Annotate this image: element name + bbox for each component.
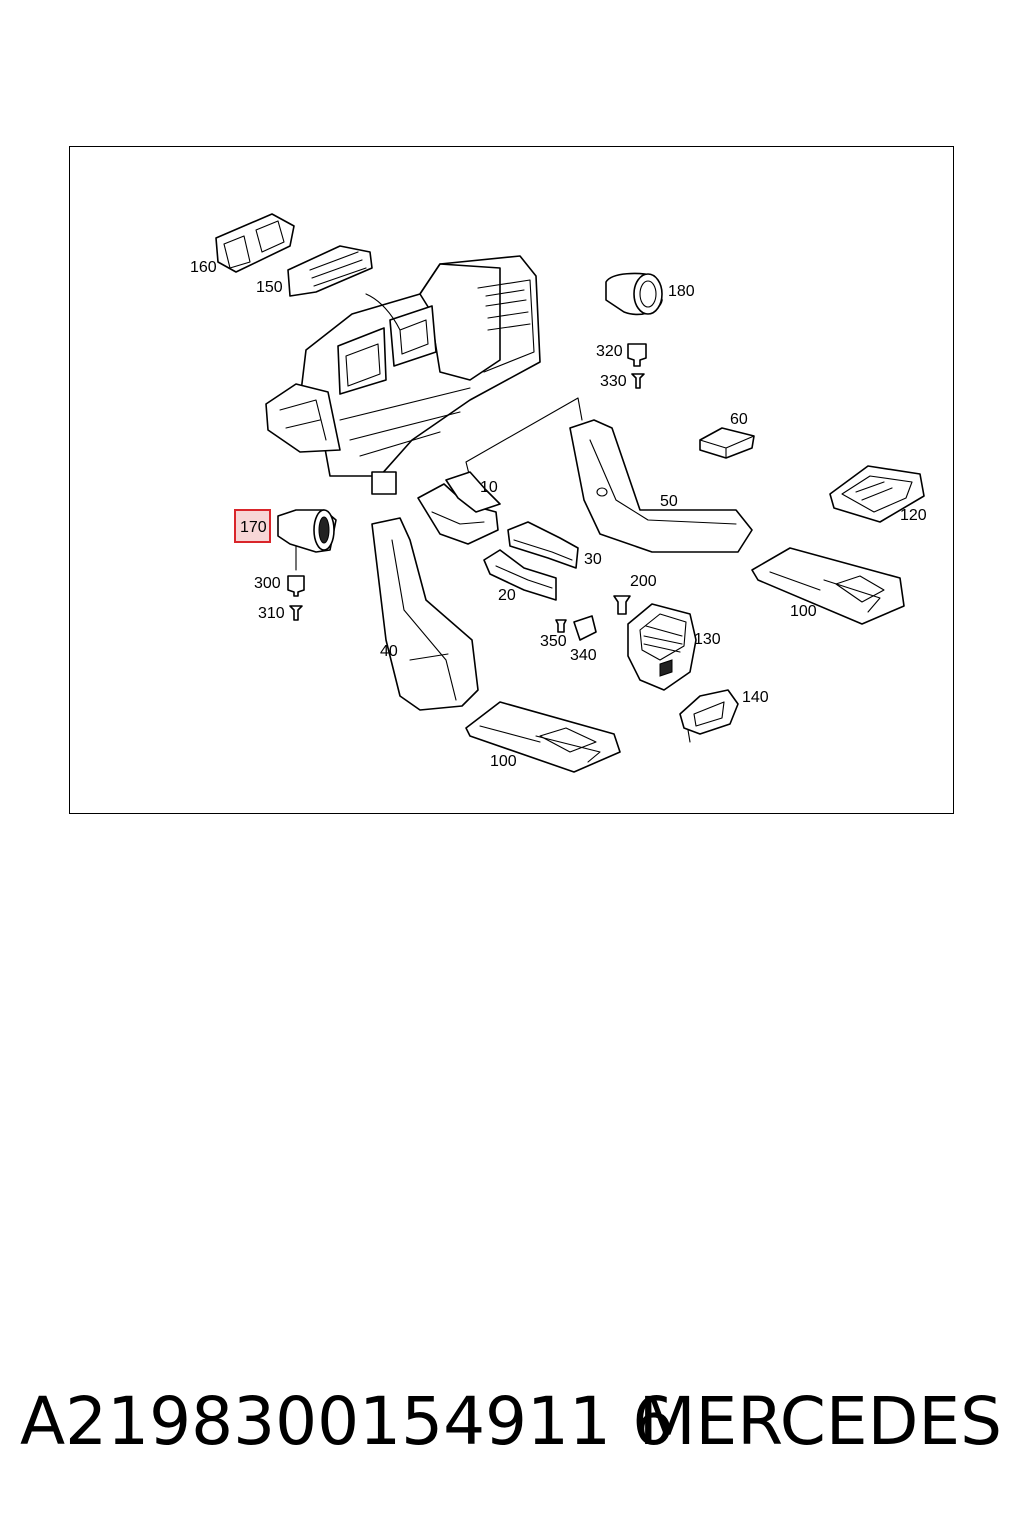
part-30-duct[interactable] xyxy=(507,521,579,569)
connector-line xyxy=(465,397,583,479)
label-50: 50 xyxy=(660,493,678,510)
part-20-duct[interactable] xyxy=(483,549,557,601)
part-number: A2198300154911 6 xyxy=(20,1383,675,1460)
label-140: 140 xyxy=(742,689,769,706)
part-140-small-vent[interactable] xyxy=(679,689,739,743)
label-300: 300 xyxy=(254,575,281,592)
part-150-side-vent[interactable] xyxy=(287,245,373,297)
part-300-clip[interactable] xyxy=(287,575,305,597)
part-130-center-vent[interactable] xyxy=(627,603,697,691)
part-180-round-vent[interactable] xyxy=(605,272,663,316)
label-160: 160 xyxy=(190,259,217,276)
part-350-pin[interactable] xyxy=(555,619,567,633)
label-330: 330 xyxy=(600,373,627,390)
label-200: 200 xyxy=(630,573,657,590)
part-120-console-vent[interactable] xyxy=(829,465,925,523)
part-340-clip[interactable] xyxy=(573,615,597,641)
part-50-duct[interactable] xyxy=(569,419,753,553)
part-160-twin-vent[interactable] xyxy=(215,213,295,273)
label-10: 10 xyxy=(480,479,498,496)
part-310-screw[interactable] xyxy=(289,605,303,621)
part-40-duct[interactable] xyxy=(371,517,479,711)
label-100-upper: 100 xyxy=(790,603,817,620)
label-20: 20 xyxy=(498,587,516,604)
part-200-screw[interactable] xyxy=(613,595,631,615)
part-60-filter[interactable] xyxy=(699,427,755,459)
label-100-lower: 100 xyxy=(490,753,517,770)
label-170-highlight-box xyxy=(234,509,271,543)
label-150: 150 xyxy=(256,279,283,296)
label-170: 170 xyxy=(240,519,267,536)
label-120: 120 xyxy=(900,507,927,524)
label-130: 130 xyxy=(694,631,721,648)
label-350: 350 xyxy=(540,633,567,650)
part-170-side-vent[interactable] xyxy=(277,509,337,571)
brand-name: MERCEDES xyxy=(638,1383,1002,1460)
label-60: 60 xyxy=(730,411,748,428)
part-10-duct[interactable] xyxy=(417,471,501,545)
label-340: 340 xyxy=(570,647,597,664)
part-320-clip[interactable] xyxy=(627,343,647,367)
part-100-duct-upper[interactable] xyxy=(751,547,905,625)
label-180: 180 xyxy=(668,283,695,300)
label-320: 320 xyxy=(596,343,623,360)
label-40: 40 xyxy=(380,643,398,660)
label-310: 310 xyxy=(258,605,285,622)
part-hvac-housing[interactable] xyxy=(265,255,541,495)
part-100-duct-lower[interactable] xyxy=(465,701,621,773)
part-330-screw[interactable] xyxy=(631,373,645,389)
label-30: 30 xyxy=(584,551,602,568)
